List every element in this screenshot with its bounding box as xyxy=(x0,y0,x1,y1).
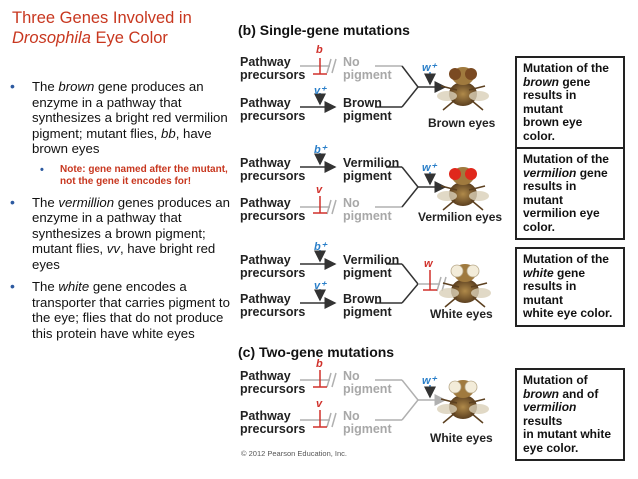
bullet-text: The xyxy=(32,279,59,294)
two-gene-pathway-block xyxy=(300,370,490,428)
gene-name: white xyxy=(58,279,90,294)
bullet-dot: • xyxy=(40,163,44,176)
block-mark xyxy=(326,199,332,215)
gene-bplus-label: b⁺ xyxy=(314,241,327,253)
slide-title: Three Genes Involved in Drosophila Eye C… xyxy=(12,8,227,48)
gene-name: brown xyxy=(58,79,95,94)
brown-pathway-block xyxy=(300,58,490,113)
bullet-dot: • xyxy=(10,278,15,294)
white-eyes-label: White eyes xyxy=(430,431,493,445)
title-suffix: Eye Color xyxy=(90,29,168,47)
white-pathway-block xyxy=(300,250,492,309)
title-species: Drosophila xyxy=(12,29,91,47)
join-bracket xyxy=(401,65,419,108)
section-letter: (c) xyxy=(238,344,256,360)
grey-join-bracket xyxy=(401,379,419,421)
section-c-title: (c) Two-gene mutations xyxy=(238,344,394,360)
vermilion-pathway-block xyxy=(300,153,490,215)
bullet-list: • The brown gene produces an enzyme in a… xyxy=(10,78,232,348)
result-box-brown: Mutation of the brown gene results in mu… xyxy=(515,56,625,149)
bullet-text: gene encodes a transporter that carries … xyxy=(32,279,230,341)
result-box-vermilion: Mutation of the vermilion gene results i… xyxy=(515,147,625,240)
section-text: Single-gene mutations xyxy=(255,22,410,38)
bullet-dot: • xyxy=(10,193,15,210)
fly-vermilion-eyes xyxy=(436,166,490,211)
gene-vplus-label: v⁺ xyxy=(314,280,326,292)
block-mark xyxy=(326,372,332,388)
copyright-notice: © 2012 Pearson Education, Inc. xyxy=(241,449,348,458)
title-line-2: Drosophila Eye Color xyxy=(12,28,227,48)
note-text: Note: gene named after the mutant, not t… xyxy=(60,163,228,187)
block-mark xyxy=(331,58,337,74)
gene-v-label: v xyxy=(316,184,323,196)
title-line-1: Three Genes Involved in xyxy=(12,9,192,27)
section-text: Two-gene mutations xyxy=(255,344,395,360)
bullet-text: The xyxy=(32,194,59,210)
gene-wplus-label: w⁺ xyxy=(422,62,437,74)
gene-b-label: b xyxy=(316,44,323,56)
bullet-text: , have brown eyes xyxy=(32,125,212,157)
bullet-text: gene produces an enzyme in a pathway tha… xyxy=(32,79,228,141)
block-mark xyxy=(331,372,337,388)
genotype: vv xyxy=(106,241,120,256)
bullet-dot: • xyxy=(10,78,15,94)
block-mark xyxy=(326,58,332,74)
white-eyes-label: White eyes xyxy=(430,307,493,321)
block-mark xyxy=(331,199,337,215)
bullet-white: • The white gene encodes a transporter t… xyxy=(10,278,232,341)
gene-w-label: w xyxy=(424,258,433,270)
brown-eyes-label: Brown eyes xyxy=(428,116,496,130)
result-box-two-gene: Mutation of brown and of vermilion resul… xyxy=(515,368,625,461)
bullet-brown: • The brown gene produces an enzyme in a… xyxy=(10,78,232,157)
section-letter: (b) xyxy=(238,22,256,38)
join-bracket xyxy=(401,263,419,304)
gene-b-label: b xyxy=(316,358,323,370)
gene-bplus-label: b⁺ xyxy=(314,144,327,156)
gene-wplus-label: w⁺ xyxy=(422,162,437,174)
gene-vplus-label: v⁺ xyxy=(314,85,326,97)
vermilion-eyes-label: Vermilion eyes xyxy=(418,210,503,224)
bullet-text: , have bright red eyes xyxy=(32,241,216,272)
bullet-text: The xyxy=(32,79,59,94)
block-mark xyxy=(436,276,442,292)
fly-white-eyes xyxy=(438,263,492,308)
fly-white-eyes-double xyxy=(436,379,490,424)
gene-wplus-label: w⁺ xyxy=(422,375,437,387)
bullet-text: genes produces an enzyme in a pathway th… xyxy=(32,194,230,257)
fly-brown-eyes xyxy=(436,66,490,111)
genotype: bb xyxy=(161,125,176,141)
block-mark xyxy=(326,412,332,428)
note-bullet: • Note: gene named after the mutant, not… xyxy=(10,164,232,188)
section-b-title: (b) Single-gene mutations xyxy=(238,22,410,38)
gene-v-label: v xyxy=(316,398,323,410)
join-bracket xyxy=(401,166,419,208)
bullet-vermillion: • The vermillion genes produces an enzym… xyxy=(10,193,232,273)
block-mark xyxy=(331,412,337,428)
result-box-white: Mutation of the white gene results in mu… xyxy=(515,247,625,327)
gene-name: vermillion xyxy=(58,194,115,210)
